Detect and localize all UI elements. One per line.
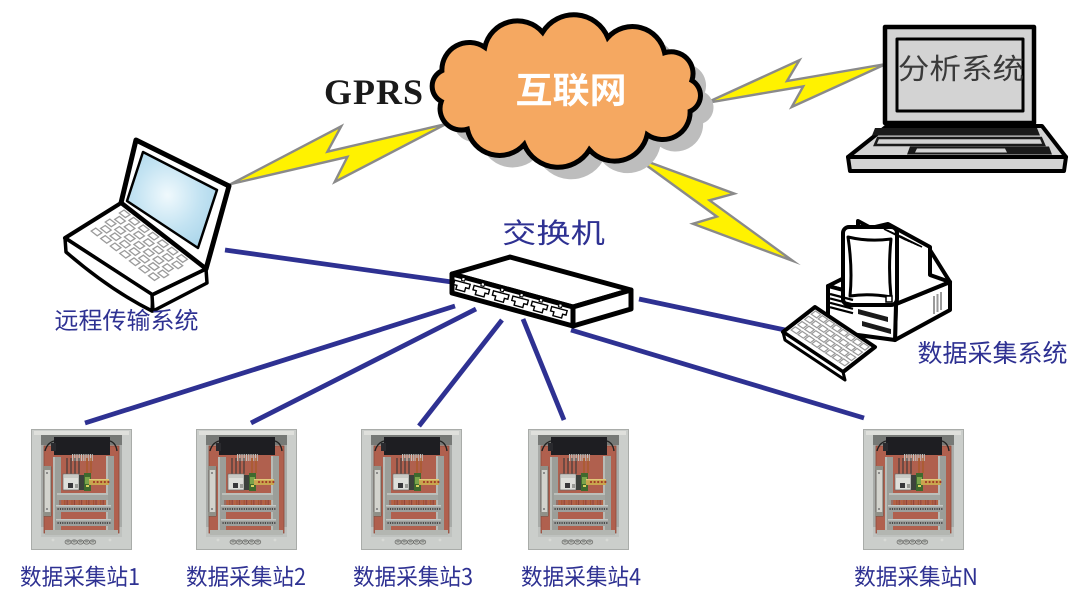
svg-text:GPRS: GPRS [324, 72, 424, 112]
